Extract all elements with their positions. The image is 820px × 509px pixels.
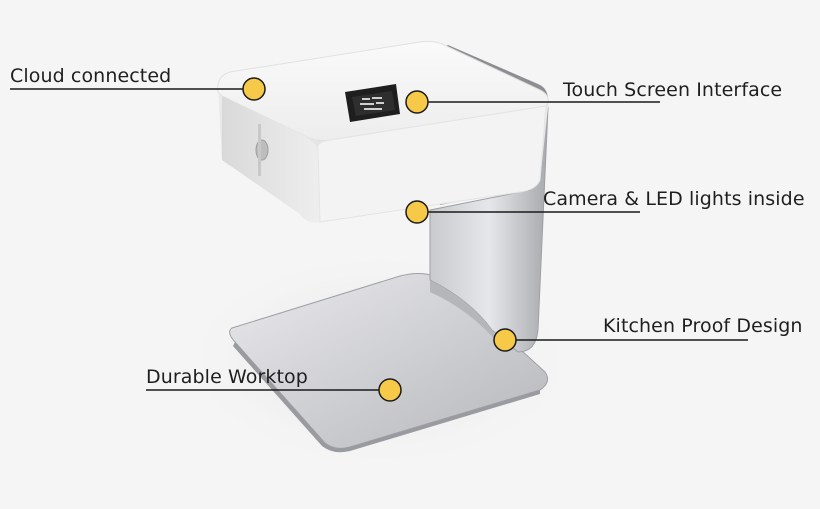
leader-lines [10,88,748,391]
callout-camera-led: Camera & LED lights inside [543,188,805,210]
callout-cloud-connected: Cloud connected [10,65,172,87]
callout-touch-screen: Touch Screen Interface [563,79,783,101]
marker-worktop-icon [378,378,402,402]
post-curve [430,280,500,345]
callout-kitchen-proof: Kitchen Proof Design [603,315,803,337]
side-seam [258,124,261,176]
callout-markers [242,77,517,402]
marker-camera-icon [405,200,429,224]
marker-kitchen-icon [493,328,517,352]
screen-glyphs [360,97,384,110]
side-button [255,139,269,161]
head-side [222,96,320,223]
marker-cloud-icon [242,77,266,101]
head-front [317,105,547,223]
callout-durable-worktop: Durable Worktop [146,366,308,388]
marker-touch-icon [405,90,429,114]
